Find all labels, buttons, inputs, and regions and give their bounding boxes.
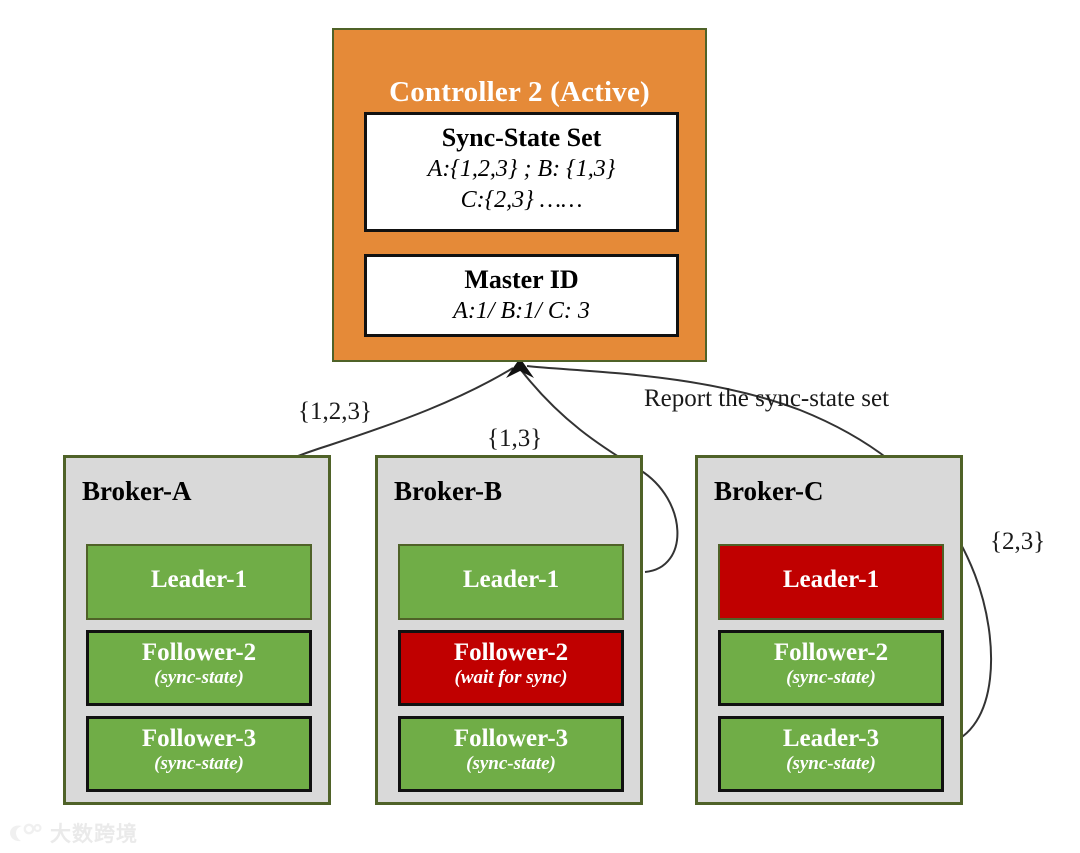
broker-c-node-3-label: Leader-3 xyxy=(782,725,880,752)
broker-b-node-2: Follower-2 (wait for sync) xyxy=(398,630,624,706)
broker-b-node-3: Follower-3 (sync-state) xyxy=(398,716,624,792)
broker-c-node-2-label: Follower-2 xyxy=(773,639,889,666)
broker-a-node-3-state: (sync-state) xyxy=(154,752,244,774)
master-id-line-1: A:1/ B:1/ C: 3 xyxy=(453,297,590,324)
broker-a-node-3: Follower-3 (sync-state) xyxy=(86,716,312,792)
broker-b-box: Broker-B Leader-1 Follower-2 (wait for s… xyxy=(375,455,643,805)
edge-annotation: Report the sync-state set xyxy=(644,385,890,412)
broker-a-box: Broker-A Leader-1 Follower-2 (sync-state… xyxy=(63,455,331,805)
watermark-logo-icon xyxy=(10,823,42,842)
sync-state-set-line-2: C:{2,3} …… xyxy=(460,186,583,213)
broker-c-node-1-label: Leader-1 xyxy=(782,566,880,593)
broker-a-node-1: Leader-1 xyxy=(86,544,312,620)
controller-box: Controller 2 (Active) Sync-State Set A:{… xyxy=(332,28,707,362)
broker-b-node-3-label: Follower-3 xyxy=(453,725,569,752)
broker-b-node-2-label: Follower-2 xyxy=(453,639,569,666)
broker-c-node-1: Leader-1 xyxy=(718,544,944,620)
watermark: 大数跨境 xyxy=(8,818,138,848)
watermark-text: 大数跨境 xyxy=(50,822,138,846)
broker-a-node-2-state: (sync-state) xyxy=(154,666,244,688)
broker-c-title: Broker-C xyxy=(714,476,824,506)
broker-b-node-2-state: (wait for sync) xyxy=(454,666,568,688)
broker-a-node-1-label: Leader-1 xyxy=(150,566,248,593)
edge-label-broker-b: {1,3} xyxy=(487,425,543,452)
controller-title: Controller 2 (Active) xyxy=(389,76,650,108)
master-id-title: Master ID xyxy=(464,265,579,294)
broker-b-node-1-label: Leader-1 xyxy=(462,566,560,593)
sync-state-set-line-1: A:{1,2,3} ; B: {1,3} xyxy=(427,155,616,182)
broker-b-title: Broker-B xyxy=(394,476,502,506)
broker-a-title: Broker-A xyxy=(82,476,192,506)
broker-a-node-2: Follower-2 (sync-state) xyxy=(86,630,312,706)
broker-a-node-2-label: Follower-2 xyxy=(141,639,257,666)
edge-label-broker-c: {2,3} xyxy=(990,528,1046,555)
broker-c-node-3: Leader-3 (sync-state) xyxy=(718,716,944,792)
sync-state-set-panel: Sync-State Set A:{1,2,3} ; B: {1,3} C:{2… xyxy=(364,112,679,232)
broker-b-node-3-state: (sync-state) xyxy=(466,752,556,774)
master-id-panel: Master ID A:1/ B:1/ C: 3 xyxy=(364,254,679,337)
edge-label-broker-a: {1,2,3} xyxy=(298,398,372,425)
broker-a-node-3-label: Follower-3 xyxy=(141,725,257,752)
broker-c-box: Broker-C Leader-1 Follower-2 (sync-state… xyxy=(695,455,963,805)
broker-c-node-2-state: (sync-state) xyxy=(786,666,876,688)
broker-c-node-2: Follower-2 (sync-state) xyxy=(718,630,944,706)
broker-b-node-1: Leader-1 xyxy=(398,544,624,620)
sync-state-set-title: Sync-State Set xyxy=(441,123,602,152)
broker-c-node-3-state: (sync-state) xyxy=(786,752,876,774)
